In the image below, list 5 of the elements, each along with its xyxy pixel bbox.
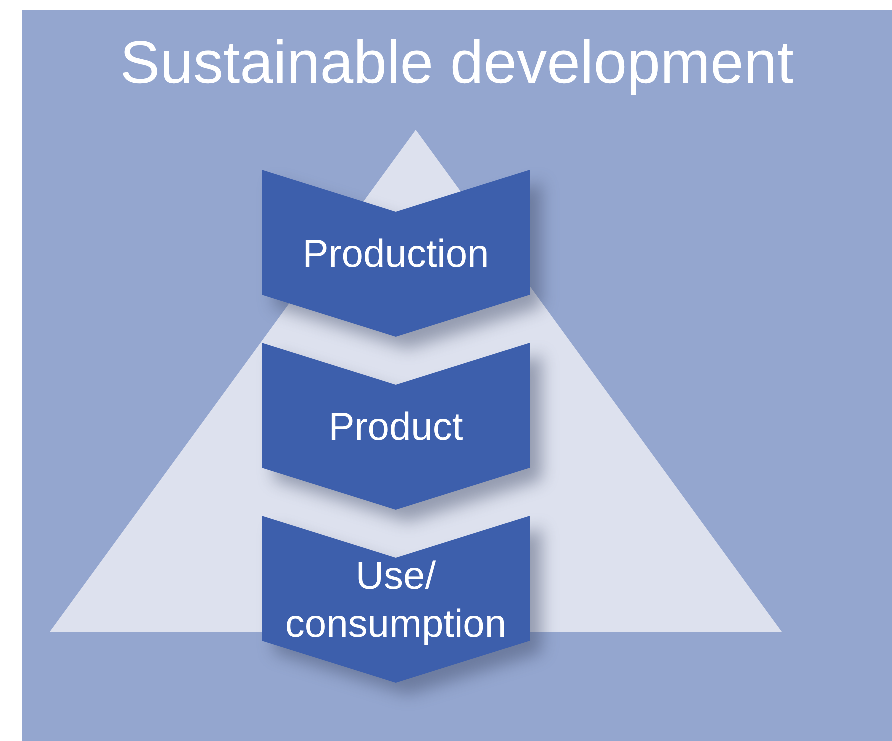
chevron-step: Use/ consumption [262, 516, 530, 683]
chevron-step: Production [262, 170, 530, 337]
chevron-step: Product [262, 343, 530, 510]
background-panel [22, 10, 892, 741]
panel-title: Sustainable development [119, 28, 795, 98]
